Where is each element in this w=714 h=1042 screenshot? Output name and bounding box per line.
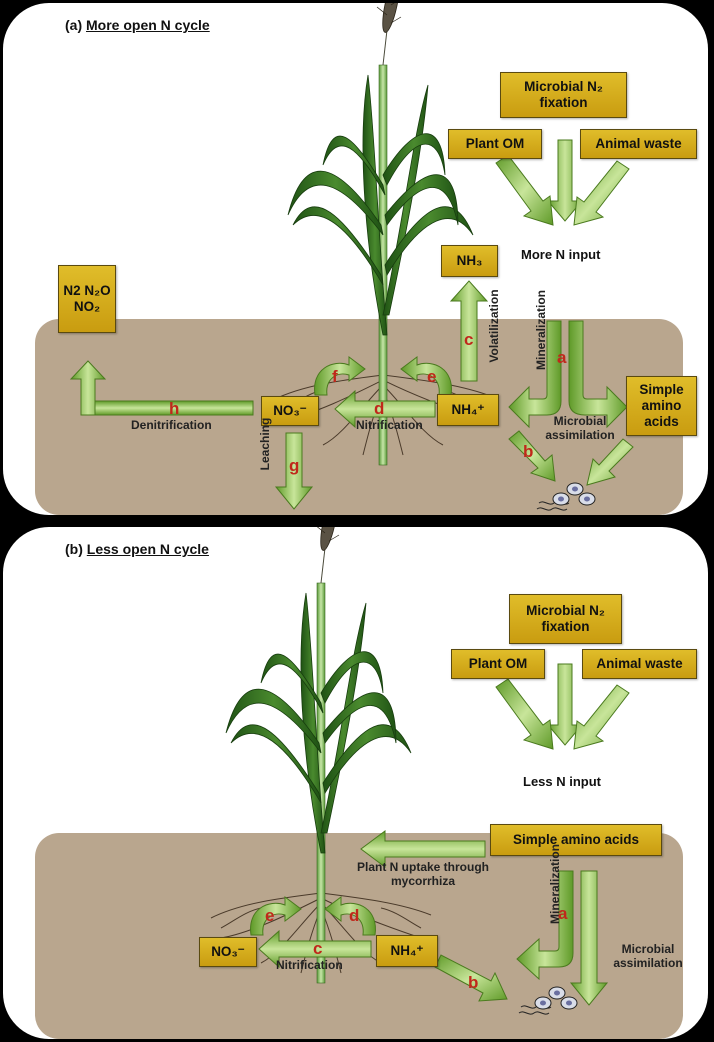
label-microbial-assimilation: Microbial assimilation	[545, 414, 615, 442]
letter-d: d	[349, 906, 360, 925]
letter-e: e	[265, 906, 275, 925]
label-nitrification: Nitrification	[276, 958, 343, 972]
arrow-mycorrhiza-uptake	[360, 830, 486, 868]
box-simple-amino-acids: Simple amino acids	[490, 824, 662, 856]
letter-c: c	[464, 330, 474, 349]
label-less-n-input: Less N input	[523, 774, 602, 789]
box-microbial-fixation: Microbial N₂ fixation	[509, 594, 622, 644]
label-nitrification: Nitrification	[356, 418, 423, 432]
arrow-b	[434, 954, 508, 1002]
letter-h: h	[169, 399, 180, 418]
letter-b: b	[523, 442, 534, 461]
letter-e: e	[427, 367, 437, 386]
panel-less-open-cycle: (b) Less open N cycle Microbial N₂ fixat…	[3, 527, 708, 1039]
arrow-d-nitrification	[334, 389, 436, 429]
panel-a-title: (a) More open N cycle	[65, 17, 210, 33]
soil-layer	[35, 833, 683, 1039]
panel-b-title-text: Less open N cycle	[86, 541, 209, 557]
box-plant-om: Plant OM	[451, 649, 545, 679]
panel-a-label: (a)	[65, 17, 83, 33]
arrow-a-mineralization-left	[508, 320, 562, 429]
label-microbial-assimilation: Microbial assimilation	[613, 942, 683, 970]
letter-d: d	[374, 399, 385, 418]
box-microbial-fixation: Microbial N₂ fixation	[500, 72, 627, 118]
arrow-e-uptake	[250, 896, 302, 936]
box-nh4: NH₄⁺	[437, 394, 499, 426]
arrow-animal-waste	[573, 160, 630, 226]
letter-f: f	[332, 367, 338, 386]
box-plant-om: Plant OM	[448, 129, 542, 159]
panel-b-title: (b) Less open N cycle	[65, 541, 209, 557]
letter-g: g	[289, 456, 300, 475]
arrow-plant-om	[495, 678, 554, 750]
wheat-plant-icon	[210, 527, 432, 984]
panel-more-open-cycle: (a) More open N cycle Microbial N₂ fixat…	[3, 3, 708, 515]
panel-b-label: (b)	[65, 541, 83, 557]
arrow-amino-to-microbes	[586, 438, 634, 486]
box-nh3: NH₃	[441, 245, 498, 277]
arrow-a-mineralization-right	[568, 320, 628, 429]
box-simple-amino-acids: Simple amino acids	[626, 376, 697, 436]
arrow-animal-waste	[573, 684, 630, 750]
arrow-c-volatilization	[449, 280, 489, 382]
arrow-plant-om	[495, 154, 554, 226]
arrow-b-assimilation	[508, 430, 556, 482]
box-n-gases: N2 N₂O NO₂	[58, 265, 116, 333]
arrow-d-uptake	[324, 896, 376, 936]
letter-a: a	[557, 348, 567, 367]
arrow-h-head	[69, 360, 107, 416]
panel-a-title-text: More open N cycle	[86, 17, 210, 33]
box-animal-waste: Animal waste	[580, 129, 697, 159]
label-mineralization: Mineralization	[534, 290, 548, 371]
label-denitrification: Denitrification	[131, 418, 212, 432]
arrow-e-uptake	[400, 356, 452, 396]
arrow-g-leaching	[274, 432, 314, 510]
label-more-n-input: More N input	[521, 247, 601, 262]
arrow-microbial-assimilation	[569, 870, 609, 1006]
label-volatilization: Volatilization	[487, 289, 501, 363]
box-no3: NO₃⁻	[199, 937, 257, 967]
letter-c: c	[313, 939, 323, 958]
letter-b: b	[468, 973, 479, 992]
arrow-a-mineralization	[516, 870, 574, 981]
panel-a-graphics	[35, 3, 683, 515]
label-leaching: Leaching	[258, 417, 272, 471]
box-nh4: NH₄⁺	[376, 935, 438, 967]
panel-b-graphics	[35, 527, 683, 1039]
label-mycorrhiza-uptake: Plant N uptake through mycorrhiza	[357, 860, 489, 888]
arrow-c-nitrification	[258, 929, 372, 969]
arrow-f-uptake	[314, 356, 366, 396]
arrow-fixation	[546, 663, 584, 746]
arrow-fixation	[546, 139, 584, 222]
box-animal-waste: Animal waste	[582, 649, 697, 679]
letter-a: a	[558, 904, 568, 923]
box-no3: NO₃⁻	[261, 396, 319, 426]
